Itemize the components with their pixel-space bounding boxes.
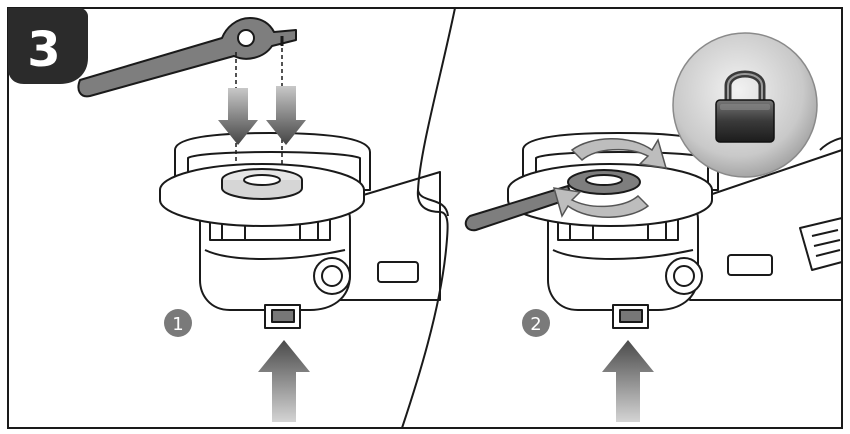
step-marker-2: 2 bbox=[522, 309, 550, 337]
panel-2: 2 bbox=[464, 32, 843, 422]
step-marker-2-label: 2 bbox=[530, 314, 541, 335]
step-marker-1: 1 bbox=[164, 309, 192, 337]
up-arrow-icon bbox=[258, 340, 310, 422]
grinder-body-2 bbox=[507, 132, 843, 329]
grinder-body-1 bbox=[159, 132, 441, 329]
pin-wrench bbox=[77, 17, 297, 98]
step-badge: 3 bbox=[8, 8, 88, 84]
up-arrow-2-icon bbox=[602, 340, 654, 422]
down-arrow-left-icon bbox=[218, 88, 258, 145]
step-number: 3 bbox=[27, 22, 60, 78]
down-arrow-right-icon bbox=[266, 86, 306, 145]
pin-wrench-engaged bbox=[464, 169, 641, 232]
rotate-arrows-icon bbox=[552, 138, 668, 218]
panel-divider bbox=[401, 7, 456, 429]
step-marker-1-label: 1 bbox=[172, 314, 183, 335]
padlock-icon bbox=[672, 32, 818, 178]
panel-1: 1 bbox=[77, 17, 441, 422]
